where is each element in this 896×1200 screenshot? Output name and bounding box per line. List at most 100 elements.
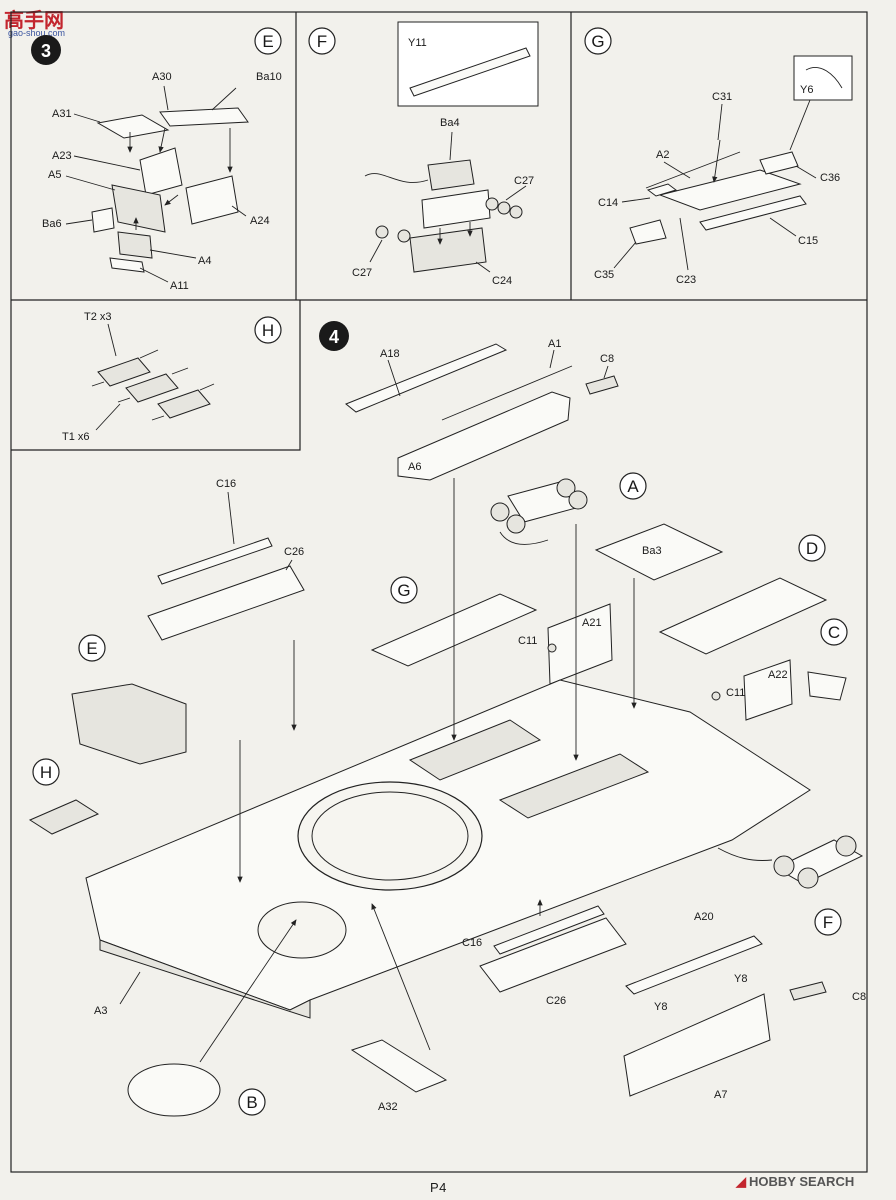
- part-c15: [699, 195, 807, 231]
- part-box: [421, 189, 491, 229]
- part-label: C8: [600, 353, 614, 365]
- part-c-detail: [807, 671, 847, 701]
- part-label: C16: [462, 937, 482, 949]
- part-c24: [409, 227, 487, 273]
- part-ba6: [91, 207, 115, 233]
- part-label: Y8: [654, 1001, 667, 1013]
- part-a31: [96, 114, 170, 139]
- part-a23: [139, 147, 183, 196]
- panel-divider: [11, 300, 301, 451]
- part-label: A6: [408, 461, 421, 473]
- panel-e-badge-letter: E: [262, 32, 273, 51]
- part-ba4: [427, 159, 475, 191]
- part-label: T1 x6: [62, 431, 90, 443]
- step-4-badge: 4: [319, 321, 349, 351]
- part-label: A7: [714, 1089, 727, 1101]
- callout-g: [390, 576, 418, 604]
- panel-h: H T2 x3 T1 x6: [62, 311, 282, 443]
- wheel-icon: [556, 478, 576, 498]
- part-label: A3: [94, 1005, 107, 1017]
- part-c11: [547, 643, 557, 653]
- main-assembly: A18 A1 C8 A6 A C16 C26 Ba3 D: [28, 338, 866, 1117]
- callout-c: [820, 618, 848, 646]
- part-label: C11: [518, 635, 537, 647]
- part-c35: [629, 219, 667, 245]
- part-c23-hull: [658, 169, 802, 211]
- page-number: P4: [430, 1180, 447, 1195]
- callout-a-letter: A: [627, 477, 639, 496]
- part-a7: [623, 993, 771, 1097]
- wheel-icon: [835, 835, 857, 857]
- panel-e: E A30 Ba10 A31 A23 A5 Ba6 A24 A4 A11: [42, 27, 282, 292]
- part-y11: [409, 47, 531, 97]
- callout-g-letter: G: [397, 581, 410, 600]
- panel-h-badge-letter: H: [262, 321, 274, 340]
- wheel-icon: [506, 514, 526, 534]
- part-label: A31: [52, 108, 72, 120]
- part-label: A5: [48, 169, 61, 181]
- part-b-hatch: [127, 1063, 221, 1117]
- part-c8: [585, 375, 619, 395]
- panel-h-badge: [254, 316, 282, 344]
- track-link: [97, 357, 151, 387]
- part-label: Ba10: [256, 71, 282, 83]
- part-c11: [711, 691, 721, 701]
- part-label: A21: [582, 617, 602, 629]
- part-label: C14: [598, 197, 618, 209]
- callout-a: [619, 472, 647, 500]
- part-c26: [147, 565, 305, 641]
- panel-f: F Y11 Ba4 C27 C27 C24: [308, 21, 539, 287]
- wheel-icon: [375, 225, 389, 239]
- hull-side: [99, 939, 311, 1019]
- part-label: A22: [768, 669, 788, 681]
- wheel-icon: [397, 229, 411, 243]
- part-label: Y11: [408, 37, 427, 49]
- wheel-icon: [490, 502, 510, 522]
- part-a18: [345, 343, 508, 413]
- wheel-icon: [773, 855, 795, 877]
- part-label: C11: [726, 687, 745, 699]
- callout-f: [814, 908, 842, 936]
- part-label: A11: [170, 280, 189, 292]
- part-label: C36: [820, 172, 840, 184]
- detail-inset: [793, 55, 853, 101]
- wheel-icon: [497, 201, 511, 215]
- part-e-assembly: [71, 683, 187, 765]
- part-a11: [109, 257, 145, 273]
- part-label: Ba3: [642, 545, 662, 557]
- step-3-number: 3: [41, 41, 51, 61]
- part-a4: [117, 231, 153, 259]
- part-label: C8: [852, 991, 866, 1003]
- part-label: C15: [798, 235, 818, 247]
- part-label: Y6: [800, 84, 813, 96]
- part-label: A30: [152, 71, 172, 83]
- hobby-search-logo-icon: ◢: [736, 1174, 746, 1189]
- part-label: C27: [514, 175, 534, 187]
- part-label: T2 x3: [84, 311, 112, 323]
- part-c36: [759, 151, 799, 175]
- step-3-badge: 3: [31, 35, 61, 65]
- callout-h-letter: H: [40, 763, 52, 782]
- track-link: [28, 799, 100, 835]
- part-label: C26: [284, 546, 304, 558]
- callout-e: [78, 634, 106, 662]
- part-c16: [157, 537, 273, 585]
- part-a32: [350, 1039, 448, 1093]
- part-label: A23: [52, 150, 72, 162]
- callout-d: [798, 534, 826, 562]
- panel-e-badge: [254, 27, 282, 55]
- hull-hatch: [408, 719, 542, 781]
- part-label: Y8: [734, 973, 747, 985]
- part-label: A18: [380, 348, 400, 360]
- track-link: [125, 373, 179, 403]
- part-label: A20: [694, 911, 714, 923]
- wheel-icon: [797, 867, 819, 889]
- step-4-number: 4: [329, 327, 339, 347]
- part-label: C35: [594, 269, 614, 281]
- part-c16: [493, 905, 605, 955]
- panel-g-badge: [584, 27, 612, 55]
- wheel-icon: [509, 205, 523, 219]
- part-c14: [646, 183, 678, 197]
- part-label: Ba6: [42, 218, 62, 230]
